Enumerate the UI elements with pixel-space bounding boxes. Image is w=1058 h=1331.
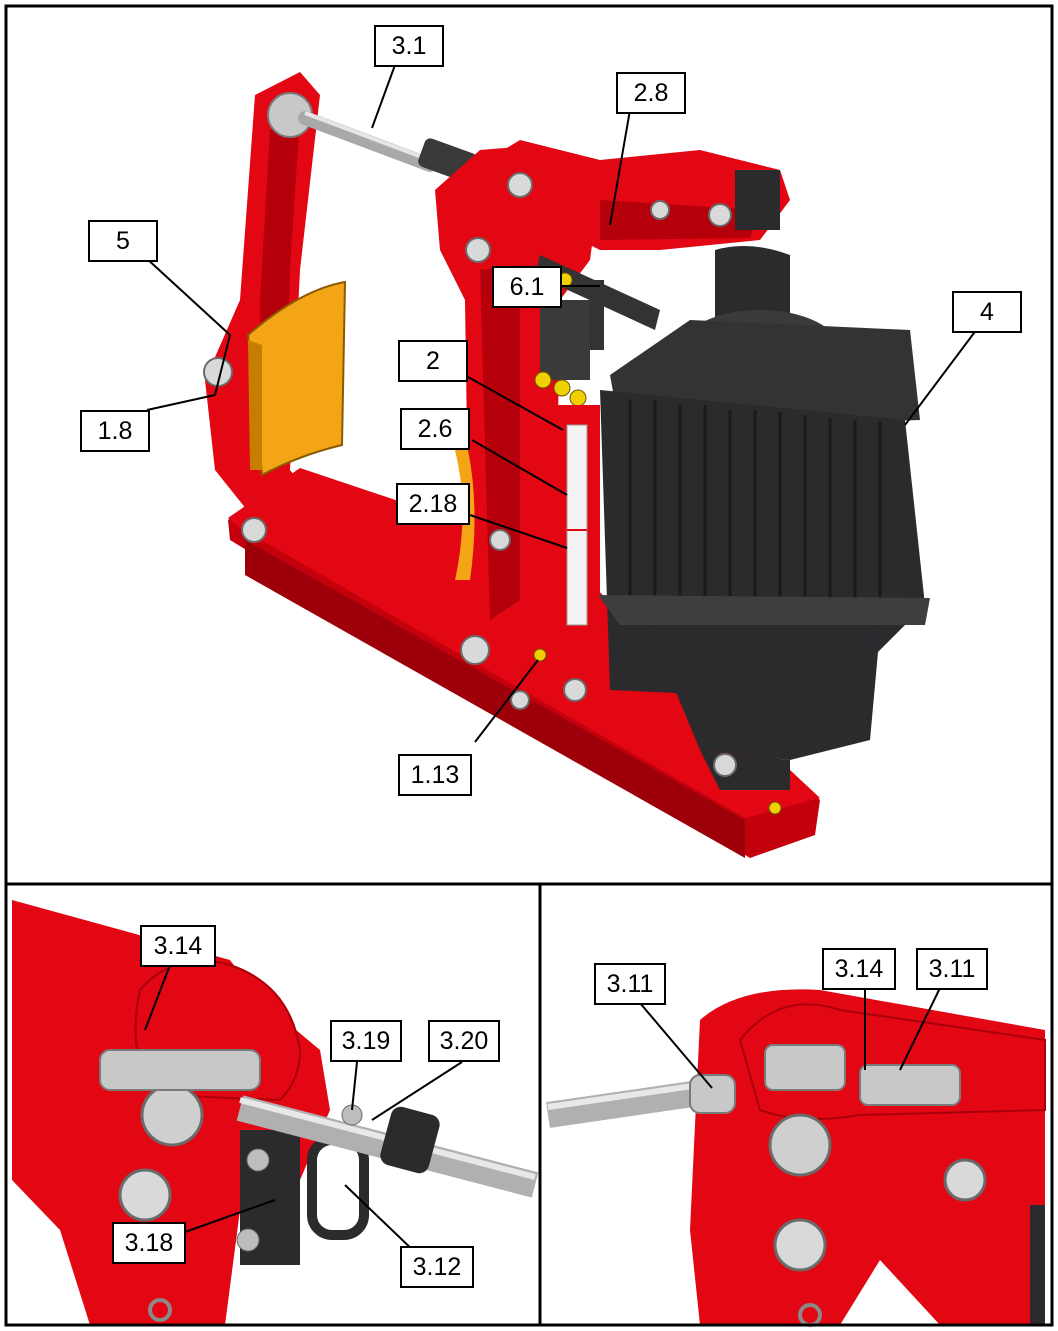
- callout-2-6: 2.6: [400, 408, 470, 450]
- left-lower-pin: [241, 517, 267, 543]
- indicator-scale: [566, 424, 588, 626]
- detail-right-coupling: [689, 1074, 736, 1114]
- callout-1-8: 1.8: [80, 410, 150, 452]
- right-brake-arm-shade: [480, 265, 520, 620]
- hand-lever-stem: [590, 280, 604, 350]
- detail-left-leader-lines: [144, 964, 463, 1256]
- lever-nut-2: [650, 200, 670, 220]
- pull-rod-highlight: [304, 111, 431, 162]
- yellow-grease-nipple-2: [768, 801, 782, 815]
- base-bolt-2: [713, 753, 737, 777]
- yellow-bolt-3: [569, 389, 587, 407]
- actuator-flange: [598, 595, 930, 625]
- callout-6-1: 6.1: [492, 266, 562, 308]
- callout-3-19: 3.19: [330, 1020, 402, 1062]
- yellow-bolt-2: [553, 379, 571, 397]
- detail-right-block: [764, 1044, 846, 1091]
- detail-left-bolt-lower: [118, 1168, 172, 1222]
- detail-right-illustration: [546, 989, 1046, 1327]
- detail-left-sleeve: [380, 1106, 440, 1174]
- main-leader-lines: [144, 64, 981, 743]
- actuator-fins: [628, 400, 882, 622]
- detail-left-bracket-bolt-2: [236, 1228, 260, 1252]
- callout-3-1: 3.1: [374, 25, 444, 67]
- callout-2-18: 2.18: [396, 483, 470, 525]
- callout-3-20: 3.20: [428, 1020, 500, 1062]
- actuator-lower: [650, 630, 880, 760]
- yellow-grease-nipple: [533, 648, 547, 662]
- detail-right-leader-lines: [639, 987, 941, 1089]
- detail-left-illustration: [12, 900, 539, 1325]
- outer-frame: [4, 4, 1054, 1327]
- right-arm-pin: [460, 635, 490, 665]
- detail-right-bolt-lower: [773, 1218, 827, 1272]
- right-lower-pin: [489, 529, 511, 551]
- yellow-bolt-1: [534, 371, 552, 389]
- detail-left-eyebolt: [148, 1298, 172, 1322]
- detail-right-nut-pair: [859, 1064, 961, 1106]
- base-bolt-1: [563, 678, 587, 702]
- right-arm-pin-upper: [465, 237, 491, 263]
- left-brake-shoe-shade: [248, 340, 262, 470]
- lever-nut: [507, 172, 533, 198]
- left-brake-shoe: [246, 280, 347, 477]
- base-plate-front: [245, 540, 745, 858]
- pull-rod: [298, 111, 437, 172]
- callout-5: 5: [88, 220, 158, 262]
- detail-left-block: [99, 1049, 261, 1091]
- detail-right-pin: [768, 1113, 832, 1177]
- detail-left-bracket-bolt-1: [246, 1148, 270, 1172]
- callout-3-14-left: 3.14: [140, 925, 216, 967]
- callout-3-11-right-b: 3.11: [916, 948, 988, 990]
- actuator-neck: [715, 246, 790, 330]
- main-illustration: [203, 72, 930, 858]
- callout-2: 2: [398, 340, 468, 382]
- wear-plate: [540, 300, 590, 380]
- callout-4: 4: [952, 291, 1022, 333]
- actuator-top-block: [735, 170, 780, 230]
- lever-end-nut: [708, 203, 732, 227]
- callout-2-8: 2.8: [616, 72, 686, 114]
- callout-3-11-right-a: 3.11: [594, 963, 666, 1005]
- callout-3-12: 3.12: [400, 1246, 474, 1288]
- detail-right-bolt: [943, 1158, 987, 1202]
- callout-3-14-right: 3.14: [822, 948, 896, 990]
- detail-left-pin: [140, 1083, 204, 1147]
- callout-3-18: 3.18: [112, 1222, 186, 1264]
- detail-right-dark-edge: [1030, 1205, 1045, 1325]
- detail-left-clevis: [307, 1135, 369, 1240]
- callout-1-13: 1.13: [398, 754, 472, 796]
- base-bolt-3: [510, 690, 530, 710]
